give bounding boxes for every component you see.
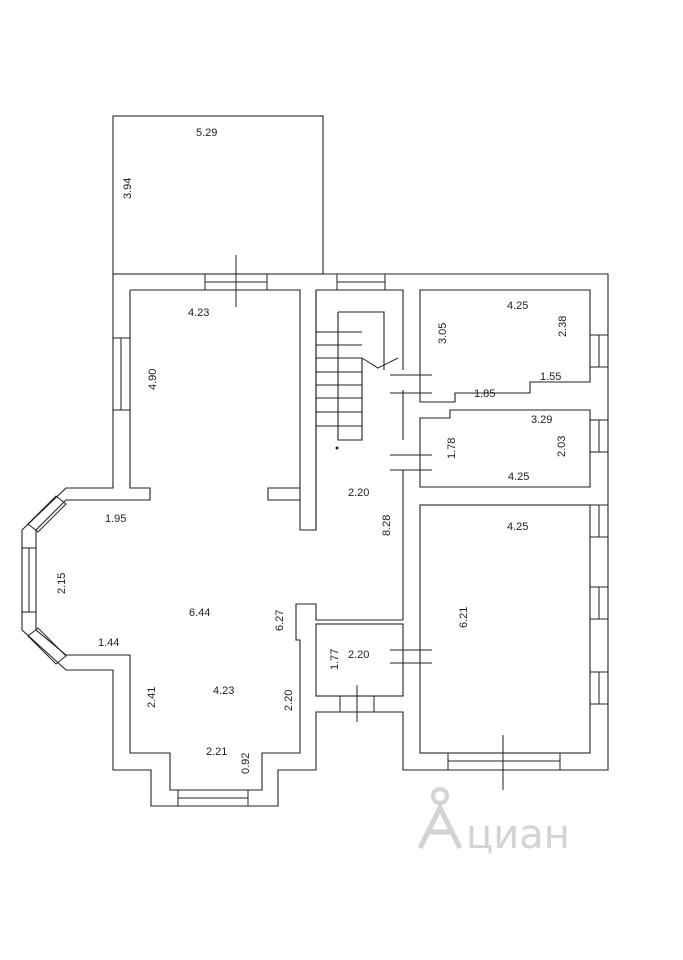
door-markers (235, 255, 504, 790)
dim-living-width: 6.44 (189, 607, 210, 619)
watermark-text: циан (466, 812, 570, 858)
dim-hall-length: 8.28 (381, 515, 393, 536)
outer-wall (21, 273, 609, 807)
stair-shaft (337, 311, 385, 441)
watermark-logo-icon (417, 802, 463, 850)
dim-terrace-depth: 3.94 (122, 178, 134, 199)
dim-living-depth: 6.27 (274, 610, 286, 631)
living-room-walls (35, 289, 403, 791)
stair-walls (315, 289, 404, 620)
dim-room-c-depth: 6.21 (458, 607, 470, 628)
dim-room-a-right: 2.38 (557, 316, 569, 337)
stair-steps (316, 331, 399, 427)
dim-room-a-width: 4.25 (507, 300, 528, 312)
dim-living-left-lower: 2.41 (146, 687, 158, 708)
dim-living-left-depth: 4.90 (147, 369, 159, 390)
dim-room-b-left: 1.78 (446, 438, 458, 459)
watermark: циан (417, 787, 570, 858)
room-a-walls (419, 289, 591, 403)
dim-bath-depth: 1.77 (329, 649, 341, 670)
dim-hall-width: 2.20 (348, 487, 369, 499)
dim-bay-side: 2.15 (56, 573, 68, 594)
dim-bay-bottom: 1.44 (98, 637, 119, 649)
room-b-walls (419, 409, 591, 488)
room-c-walls (419, 504, 591, 754)
dim-room-c-width: 4.25 (507, 521, 528, 533)
dim-room-a-depth: 3.05 (437, 323, 449, 344)
dim-living-bottom-width: 4.23 (213, 685, 234, 697)
dim-bay-top: 1.95 (105, 513, 126, 525)
dim-bath-width: 2.20 (348, 649, 369, 661)
dim-niche-depth: 0.92 (240, 753, 252, 774)
dim-room-b-top: 3.29 (531, 414, 552, 426)
dim-niche-width: 2.21 (206, 746, 227, 758)
dim-room-a-step: 1.85 (474, 388, 495, 400)
windows (21, 273, 609, 807)
dim-living-right-lower: 2.20 (283, 690, 295, 711)
dim-room-a-step-right: 1.55 (540, 371, 561, 383)
dim-living-top-width: 4.23 (188, 307, 209, 319)
dim-terrace-width: 5.29 (196, 127, 217, 139)
dim-room-b-width: 4.25 (508, 471, 529, 483)
dim-room-b-right: 2.03 (556, 436, 568, 457)
terrace-outline (112, 115, 324, 275)
